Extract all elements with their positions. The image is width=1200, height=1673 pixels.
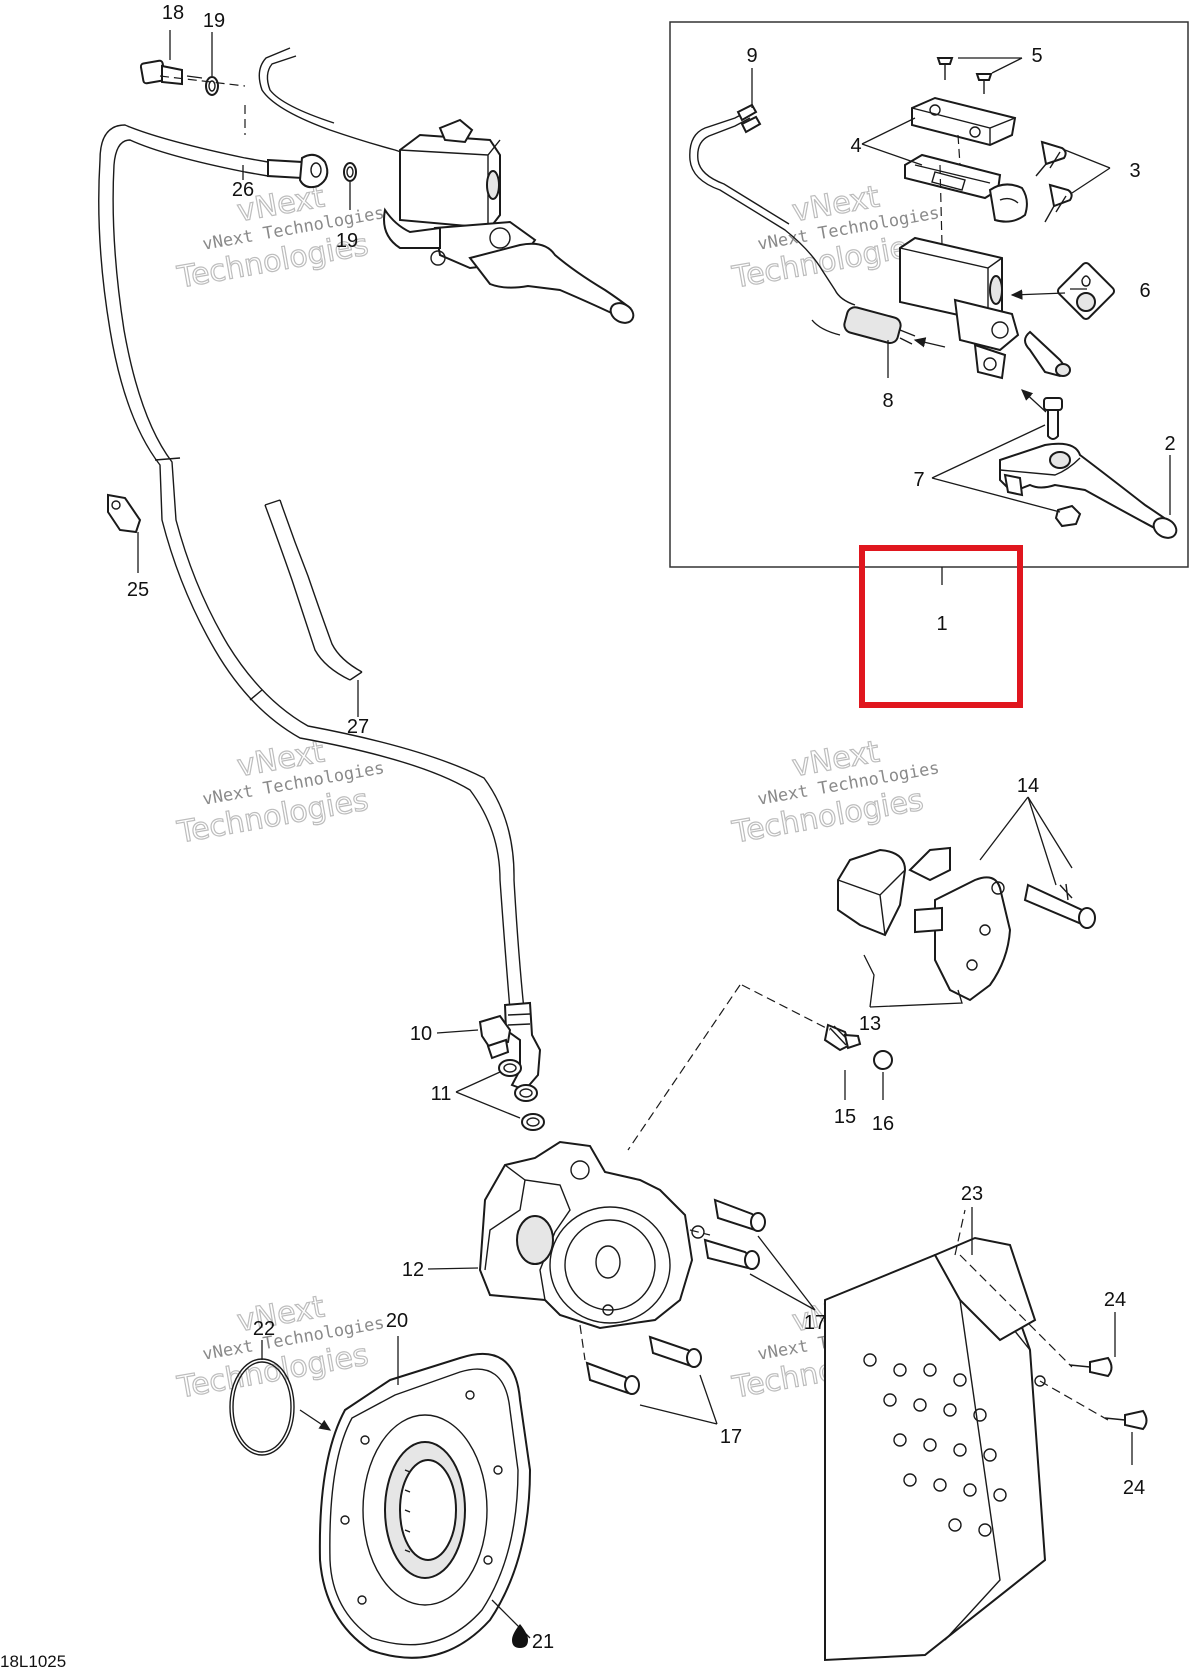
callout-10: 10: [410, 1023, 432, 1045]
inset-leaders: [751, 57, 1171, 585]
callout-14: 14: [1017, 775, 1039, 797]
watermark-5: vNext vNext Technologies Technologies: [174, 1289, 386, 1406]
inset-rubber-boot: [1024, 330, 1071, 378]
fluid-drop-icon: [512, 1624, 528, 1648]
caliper-body: [478, 1140, 705, 1330]
inset-diaphragm: [904, 153, 1002, 200]
callout-25: 25: [127, 579, 149, 601]
bleeder-screw: [823, 1023, 893, 1070]
callout-15: 15: [834, 1106, 856, 1128]
caliper-washers-11: [498, 1059, 545, 1131]
callout-16: 16: [872, 1113, 894, 1135]
main-upper-hose-fitting: [267, 153, 329, 189]
callout-8: 8: [882, 390, 893, 412]
callout-13: 13: [859, 1013, 881, 1035]
main-washer-19b: [343, 162, 357, 182]
callout-2: 2: [1164, 433, 1175, 455]
callout-23: 23: [961, 1183, 983, 1205]
callout-20: 20: [386, 1310, 408, 1332]
main-washer-19a: [205, 76, 219, 96]
main-master-cylinder: [383, 118, 537, 270]
callout-26: 26: [232, 179, 254, 201]
callout-12: 12: [402, 1259, 424, 1281]
callout-21: 21: [532, 1631, 554, 1653]
callout-22: 22: [253, 1318, 275, 1340]
brake-rotor: [318, 1352, 532, 1659]
callout-3: 3: [1129, 160, 1140, 182]
callout-1: 1: [936, 613, 947, 635]
main-leaders: [137, 30, 1133, 1639]
main-upper-wire: [258, 47, 411, 156]
heat-shield-screws: [1069, 1356, 1148, 1431]
brake-hose: [98, 124, 542, 1092]
inset-brake-switch: [811, 306, 916, 345]
callout-7: 7: [913, 469, 924, 491]
callout-19-top: 19: [203, 10, 225, 32]
callout-24-lower: 24: [1123, 1477, 1145, 1499]
callout-27: 27: [347, 716, 369, 738]
callout-5: 5: [1031, 45, 1042, 67]
inset-wire-harness: [689, 103, 856, 306]
heat-shield: [824, 1236, 1047, 1662]
inset-clamp: [988, 140, 1073, 223]
inset-brake-lever: [999, 442, 1178, 539]
hose-clip: [107, 493, 142, 534]
callout-6: 6: [1139, 280, 1150, 302]
callout-1-highlight: [859, 545, 1023, 708]
callout-24-upper: 24: [1104, 1289, 1126, 1311]
callout-4: 4: [850, 135, 861, 157]
callout-11: 11: [431, 1083, 452, 1105]
watermark-3: vNext vNext Technologies Technologies: [174, 734, 386, 851]
callout-18: 18: [162, 2, 184, 24]
watermark-2: vNext vNext Technologies Technologies: [729, 179, 941, 296]
callout-19-side: 19: [336, 230, 358, 252]
inset-frame: [669, 21, 1189, 568]
caliper-bolts-lower: [585, 1335, 702, 1395]
inset-reservoir-cover: [911, 96, 1017, 147]
inset-cover-screws: [936, 57, 993, 94]
hose-sleeve: [264, 499, 363, 681]
watermark-4: vNext vNext Technologies Technologies: [729, 734, 941, 851]
callout-17-upper: 17: [804, 1312, 826, 1334]
caliper-bolts-upper: [703, 1198, 766, 1270]
callout-17-lower: 17: [720, 1426, 742, 1448]
inset-sight-glass: [1056, 261, 1116, 321]
callout-9: 9: [746, 45, 757, 67]
inset-pivot-pin: [1043, 397, 1082, 528]
caliper-banjo-bolt-10: [478, 1014, 512, 1060]
main-brake-lever: [468, 242, 635, 324]
brake-pads: [837, 846, 1096, 1002]
diagram-code: 18L1025: [0, 1652, 66, 1671]
inset-master-cylinder: [899, 236, 1020, 380]
